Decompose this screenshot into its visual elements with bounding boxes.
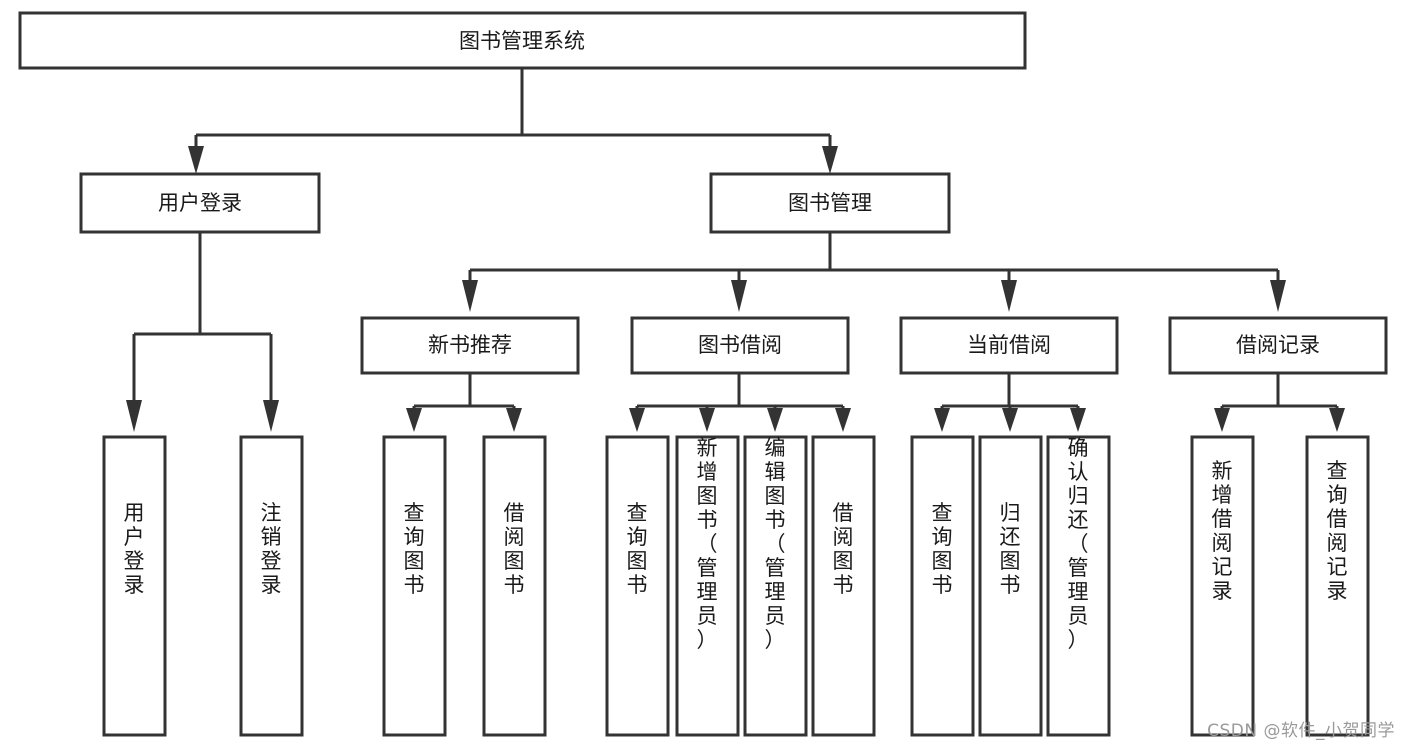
arrowhead-current-borrow [1001,280,1017,312]
leaf-query-book-2-box[interactable] [605,435,670,737]
arrowhead-leaf-borrow-book-1 [506,408,522,432]
leaf-query-record-label: 查询借阅记录 [1327,459,1348,603]
arrowhead-leaf-return-book [1002,408,1018,432]
leaf-confirm-return-label: 确认归还（管理员） [1068,436,1089,652]
arrowhead-leaf-borrow-book-2 [835,408,851,432]
arrowhead-leaf-confirm-return [1070,408,1086,432]
leaf-query-book-1-box[interactable] [382,435,447,737]
node-book-manage-box[interactable] [709,172,951,234]
leaf-query-book-2-label: 查询图书 [627,501,648,597]
node-root-label: 图书管理系统 [459,29,585,53]
arrowhead-leaf-add-book [699,408,715,432]
node-book-manage-label: 图书管理 [788,191,872,215]
arrowhead-book-borrow [731,280,747,312]
node-user-login[interactable]: 用户登录 [79,172,321,234]
arrowhead-book-manage [822,146,838,174]
leaf-edit-book-label: 编辑图书（管理员） [765,436,786,652]
leaf-query-book-1-label: 查询图书 [404,501,425,597]
leaf-query-book-3-box[interactable] [910,435,975,737]
node-new-book-recommend[interactable]: 新书推荐 [360,316,580,375]
leaf-confirm-return-box[interactable] [1046,435,1111,737]
node-new-book-recommend-label: 新书推荐 [428,333,512,357]
leaf-query-book-3[interactable]: 查询图书 [910,435,975,737]
arrowhead-leaf-logout-login [263,400,279,432]
leaf-add-record-label: 新增借阅记录 [1212,459,1233,603]
csdn-watermark: CSDN @软件_小贺同学 [1207,721,1395,741]
leaf-borrow-book-2-box[interactable] [811,435,876,737]
leaf-borrow-book-2[interactable]: 借阅图书 [811,435,876,737]
leaf-logout-login[interactable]: 注销登录 [239,435,304,737]
node-borrow-record[interactable]: 借阅记录 [1168,316,1388,375]
arrowhead-borrow-record [1270,280,1286,312]
leaf-query-book-2[interactable]: 查询图书 [605,435,670,737]
arrowhead-new-book-recommend [462,280,478,312]
node-borrow-record-box[interactable] [1168,316,1388,375]
leaf-add-record-box[interactable] [1190,435,1255,737]
node-book-borrow-box[interactable] [630,316,850,375]
node-current-borrow[interactable]: 当前借阅 [899,316,1119,375]
leaf-logout-login-label: 注销登录 [261,501,282,597]
leaf-user-login-label: 用户登录 [124,501,145,597]
node-book-borrow[interactable]: 图书借阅 [630,316,850,375]
leaf-query-book-1[interactable]: 查询图书 [382,435,447,737]
node-new-book-recommend-box[interactable] [360,316,580,375]
node-book-manage[interactable]: 图书管理 [709,172,951,234]
arrowhead-leaf-edit-book [767,408,783,432]
leaf-return-book-box[interactable] [978,435,1043,737]
leaf-user-login-box[interactable] [102,435,167,737]
leaf-borrow-book-1-label: 借阅图书 [504,501,525,597]
leaf-edit-book-box[interactable] [743,435,808,737]
leaf-query-record[interactable]: 查询借阅记录 [1305,435,1370,737]
leaf-borrow-book-1-box[interactable] [482,435,547,737]
leaf-logout-login-box[interactable] [239,435,304,737]
arrowhead-leaf-query-book-3 [934,408,950,432]
node-borrow-record-label: 借阅记录 [1236,333,1320,357]
node-current-borrow-label: 当前借阅 [967,333,1051,357]
node-root-box[interactable] [18,11,1027,70]
leaf-add-book-label: 新增图书（管理员） [697,436,718,652]
node-user-login-box[interactable] [79,172,321,234]
node-book-borrow-label: 图书借阅 [698,333,782,357]
leaf-query-book-3-label: 查询图书 [932,501,953,597]
node-user-login-label: 用户登录 [158,191,242,215]
leaf-query-record-box[interactable] [1305,435,1370,737]
leaf-edit-book[interactable]: 编辑图书（管理员） [743,435,808,737]
arrowhead-user-login [188,146,204,174]
leaf-borrow-book-2-label: 借阅图书 [833,501,854,597]
leaf-add-book-box[interactable] [675,435,740,737]
leaf-confirm-return[interactable]: 确认归还（管理员） [1046,435,1111,737]
leaf-return-book-label: 归还图书 [1000,501,1021,597]
arrowhead-leaf-query-book-2 [629,408,645,432]
arrowhead-leaf-add-record [1214,408,1230,432]
leaf-return-book[interactable]: 归还图书 [978,435,1043,737]
leaf-add-book[interactable]: 新增图书（管理员） [675,435,740,737]
leaf-user-login[interactable]: 用户登录 [102,435,167,737]
arrowhead-leaf-query-record [1329,408,1345,432]
leaf-borrow-book-1[interactable]: 借阅图书 [482,435,547,737]
arrowhead-leaf-query-book-1 [406,408,422,432]
arrowhead-leaf-user-login [126,400,142,432]
leaf-add-record[interactable]: 新增借阅记录 [1190,435,1255,737]
connector-layer [126,68,1345,432]
node-root[interactable]: 图书管理系统 [18,11,1027,70]
node-current-borrow-box[interactable] [899,316,1119,375]
